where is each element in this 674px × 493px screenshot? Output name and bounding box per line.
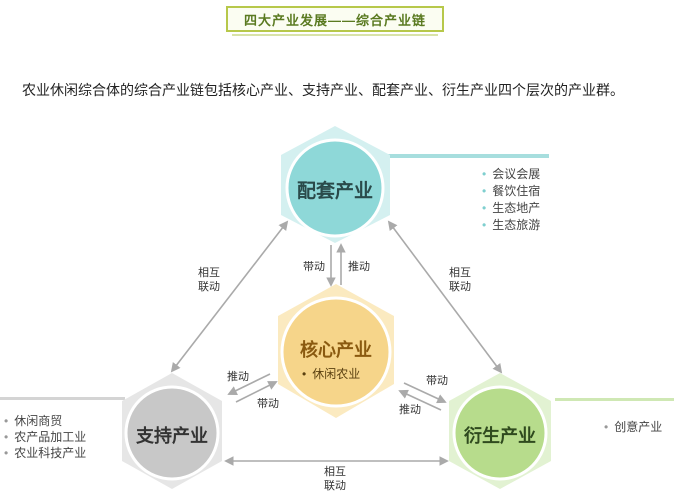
- arrow-peitao-yansheng: [387, 220, 503, 374]
- list-item: 生态旅游: [482, 217, 540, 234]
- list-item: 生态地产: [482, 200, 540, 217]
- label-mutual-bottom-line2: 联动: [324, 480, 346, 492]
- label-peitao-drive: 带动: [303, 261, 325, 273]
- peitao-items: 会议会展 餐饮住宿 生态地产 生态旅游: [482, 166, 540, 234]
- label-mutual-left: 相互 联动: [198, 266, 220, 294]
- label-zhichi-push: 推动: [227, 371, 249, 383]
- label-peitao-push: 推动: [348, 261, 370, 273]
- yansheng-items: 创意产业: [604, 419, 662, 436]
- page-title: 四大产业发展——综合产业链: [226, 6, 444, 36]
- list-item: 会议会展: [482, 166, 540, 183]
- label-mutual-bottom-line1: 相互: [324, 466, 346, 478]
- peitao-circle: [285, 138, 385, 238]
- peitao-bar: [385, 154, 549, 158]
- yansheng-circle: [452, 385, 548, 481]
- list-item: 休闲商贸: [4, 413, 86, 429]
- arrow-core-zhichi-drive: [235, 381, 278, 403]
- label-zhichi-drive: 带动: [257, 398, 279, 410]
- peitao-title: 配套产业: [296, 181, 373, 202]
- yansheng-bar: [555, 398, 674, 401]
- label-mutual-bottom: 相互 联动: [324, 465, 346, 493]
- zhichi-items: 休闲商贸 农产品加工业 农业科技产业: [4, 413, 86, 461]
- arrow-core-yansheng-push: [398, 389, 442, 411]
- label-mutual-left-line1: 相互: [198, 267, 220, 279]
- label-yansheng-push: 推动: [399, 404, 421, 416]
- hexin-items: 休闲农业: [302, 366, 360, 383]
- label-mutual-left-line2: 联动: [198, 281, 220, 293]
- hexin-title: 核心产业: [300, 340, 372, 360]
- list-item: 餐饮住宿: [482, 183, 540, 200]
- list-item: 农业科技产业: [4, 445, 86, 461]
- list-item: 休闲农业: [302, 366, 360, 383]
- arrow-core-yansheng-drive: [403, 382, 447, 404]
- list-item: 农产品加工业: [4, 429, 86, 445]
- yansheng-title: 衍生产业: [464, 426, 536, 446]
- label-mutual-right: 相互 联动: [449, 266, 471, 294]
- zhichi-circle: [124, 385, 220, 481]
- zhichi-bar: [0, 397, 125, 400]
- zhichi-title: 支持产业: [136, 426, 208, 446]
- label-yansheng-drive: 带动: [426, 375, 448, 387]
- label-mutual-right-line2: 联动: [449, 281, 471, 293]
- list-item: 创意产业: [604, 419, 662, 436]
- label-mutual-right-line1: 相互: [449, 267, 471, 279]
- intro-text: 农业休闲综合体的综合产业链包括核心产业、支持产业、配套产业、衍生产业四个层次的产…: [22, 82, 624, 98]
- arrow-core-zhichi-push: [227, 373, 271, 395]
- arrow-peitao-zhichi: [170, 220, 289, 373]
